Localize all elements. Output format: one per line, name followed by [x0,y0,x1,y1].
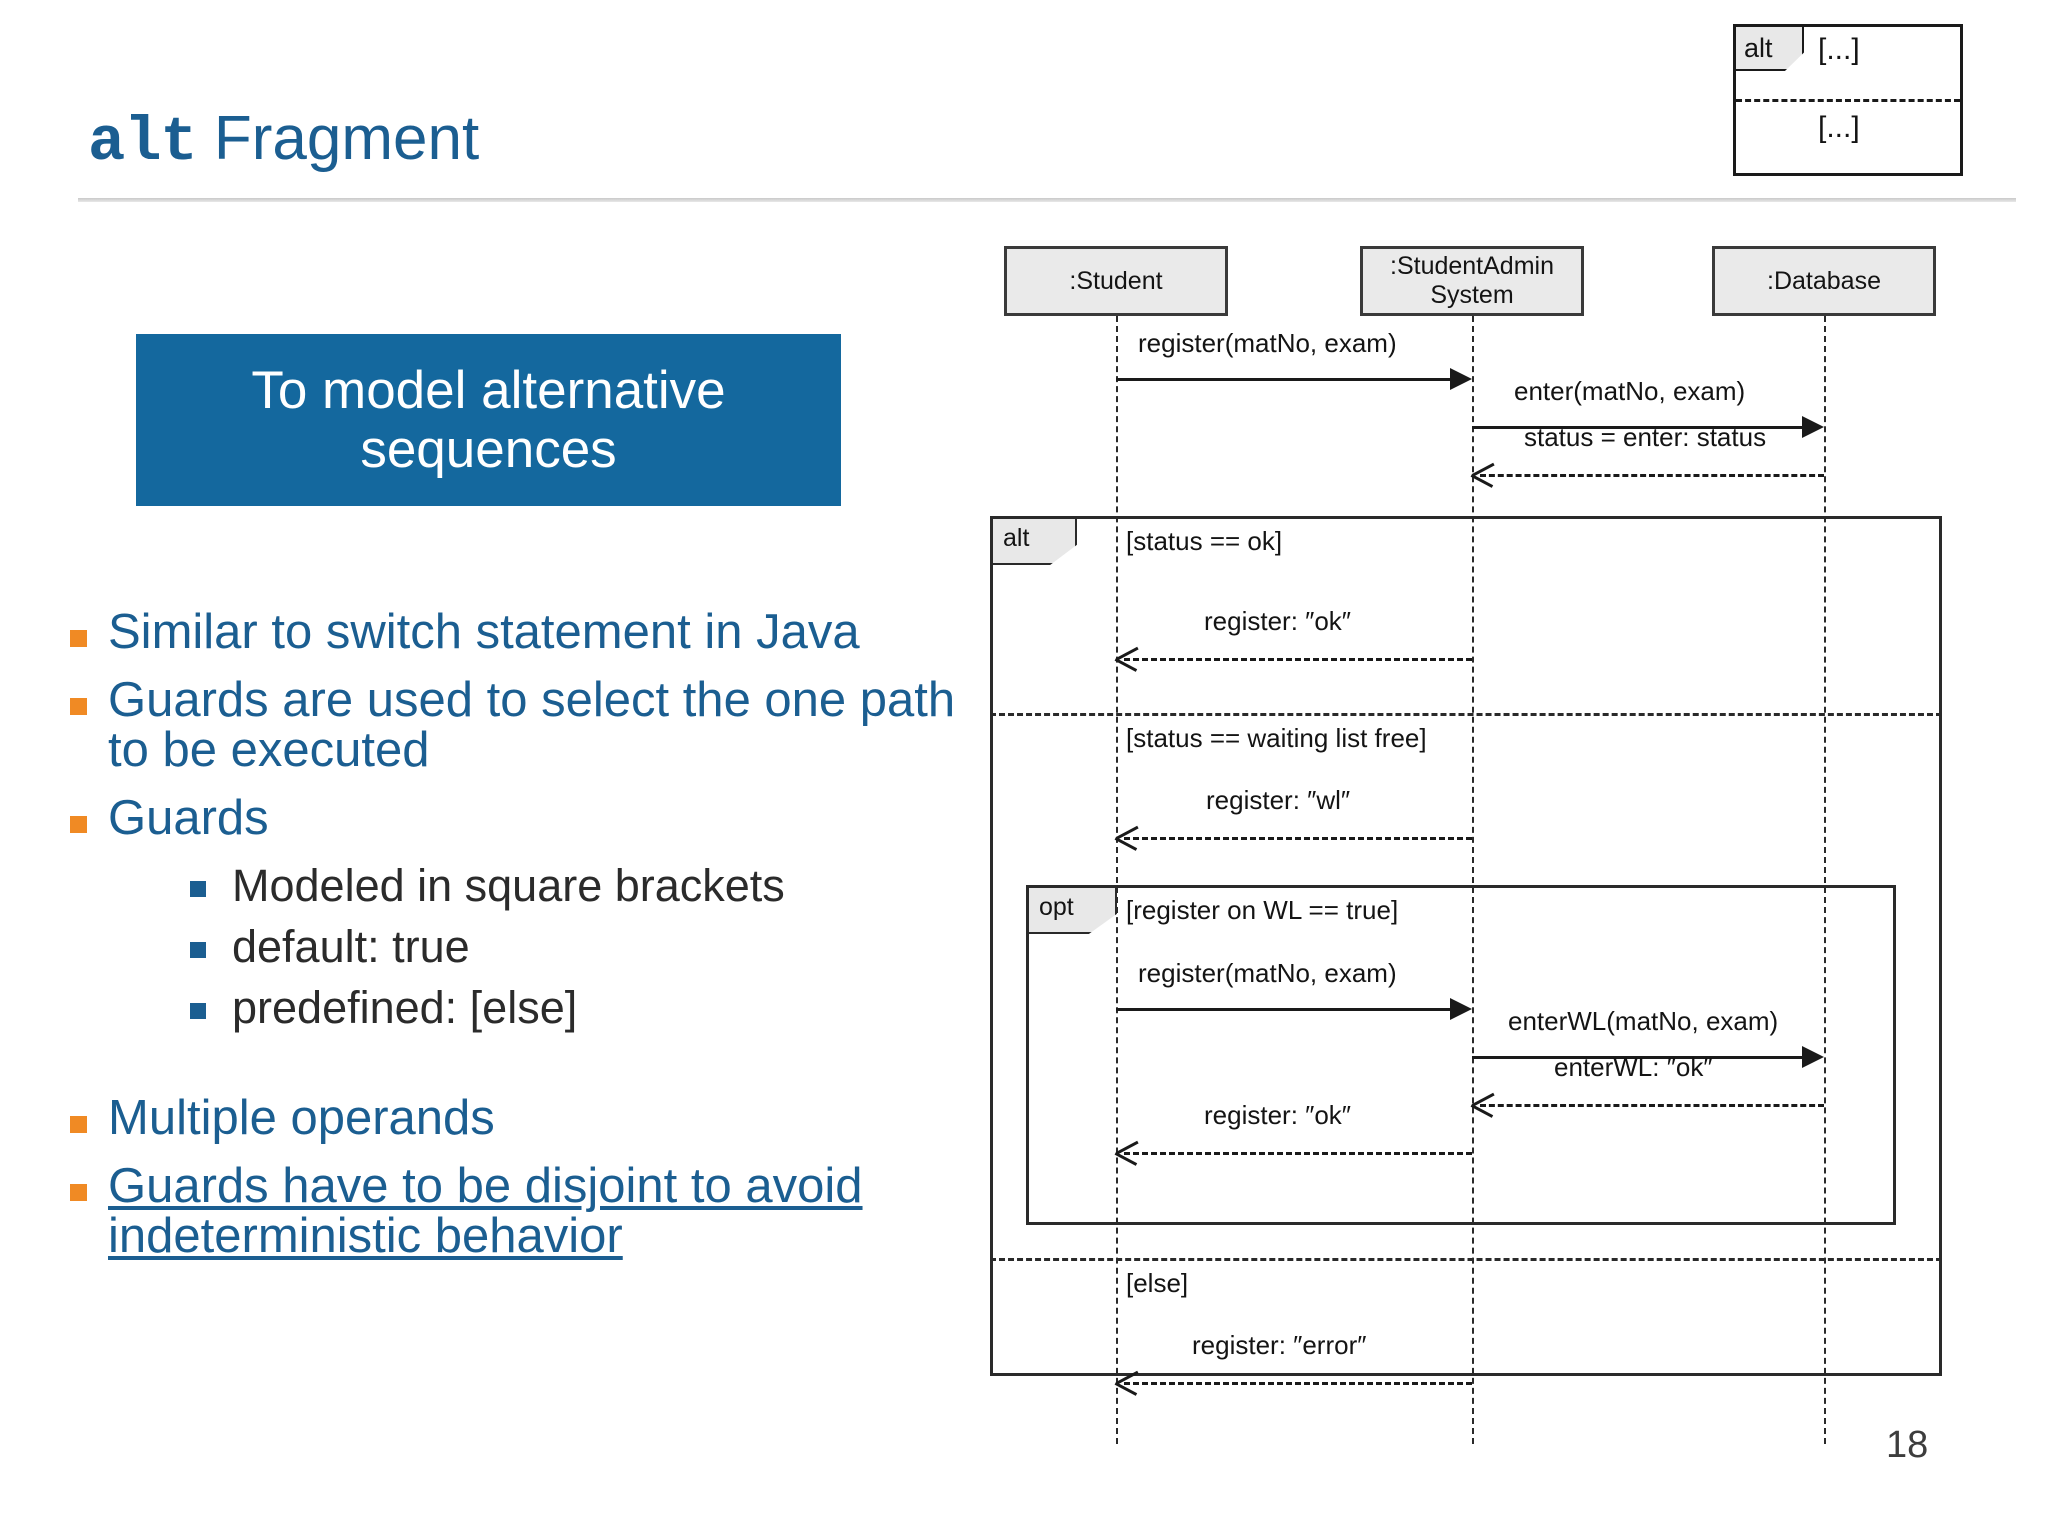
callout-text: To model alternative sequences [251,360,726,479]
page-title-keyword: alt [88,107,198,178]
message-label: enter(matNo, exam) [1514,376,1746,406]
message-arrowhead [1802,1046,1824,1068]
legend-tag-label: alt [1744,33,1773,63]
legend-operand-2: [...] [1818,111,1860,144]
page-title-rest: Fragment [196,104,480,173]
sequence-diagram: :Student :StudentAdmin System :Database … [990,240,2000,1450]
message-line [1124,1152,1472,1155]
opt-fragment-guard: [register on WL == true] [1126,895,1399,925]
message-arrowhead [1472,463,1494,485]
lifeline-database [1824,316,1826,1444]
legend-operand-divider [1736,99,1960,102]
alt-tag-label: alt [1003,524,1030,552]
message-label: enterWL: ″ok″ [1554,1052,1713,1082]
message-line [1116,1008,1450,1011]
bullet-item: Multiple operands [62,1093,982,1144]
message-line [1116,378,1450,381]
page-title: alt Fragment [88,108,1288,174]
message-arrowhead [1116,1371,1138,1393]
sub-bullet-item: predefined: [else] [180,984,982,1032]
alt-legend-box: alt [...] [...] [1733,24,1963,176]
bullet-item-emphasis: Guards have to be disjoint to avoid inde… [62,1161,982,1262]
sub-bullet-list: Modeled in square brackets default: true… [180,862,982,1032]
lifeline-label: :Database [1767,266,1881,295]
alt-operand-divider [990,713,1942,716]
legend-fragment-tag: alt [1736,27,1804,71]
message-label: register: ″wl″ [1206,785,1351,815]
page-number: 18 [1886,1424,1929,1466]
alt-operand-2-guard: [status == waiting list free] [1126,723,1427,753]
message-arrowhead [1116,826,1138,848]
callout-box: To model alternative sequences [136,334,841,506]
sub-bullet-item: Modeled in square brackets [180,862,982,909]
message-label: status = enter: status [1524,422,1767,452]
bullet-list: Similar to switch statement in Java Guar… [62,607,982,1280]
message-label: register(matNo, exam) [1138,958,1397,988]
opt-tag-label: opt [1039,893,1074,921]
alt-operand-1-guard: [status == ok] [1126,526,1283,556]
message-arrowhead [1450,998,1472,1020]
lifeline-head-student: :Student [1004,246,1228,316]
message-arrowhead [1802,416,1824,438]
message-arrowhead [1116,1141,1138,1163]
opt-fragment-tag: opt [1029,888,1117,934]
bullet-item: Guards [62,793,982,844]
message-line [1124,1382,1472,1385]
bullet-item: Guards are used to select the one path t… [62,675,982,776]
bullet-spacer [62,1046,982,1094]
alt-fragment: alt [990,516,1942,1376]
message-line [1472,426,1802,429]
alt-operand-divider [990,1258,1942,1261]
lifeline-label: :Student [1069,266,1163,295]
alt-operand-3-guard: [else] [1126,1268,1189,1298]
message-arrowhead [1472,1093,1494,1115]
message-arrowhead [1116,647,1138,669]
message-line [1472,1056,1802,1059]
message-arrowhead [1450,368,1472,390]
lifeline-head-studentadmin: :StudentAdmin System [1360,246,1584,316]
bullet-item: Similar to switch statement in Java [62,607,982,658]
message-line [1480,474,1824,477]
sub-bullet-item: default: true [180,923,982,970]
message-line [1124,658,1472,661]
message-label: register: ″ok″ [1204,1100,1352,1130]
message-line [1124,837,1472,840]
lifeline-studentadmin [1472,316,1474,1444]
message-label: register: ″error″ [1192,1330,1367,1360]
message-line [1480,1104,1824,1107]
message-label: enterWL(matNo, exam) [1508,1006,1779,1036]
opt-fragment: opt [1026,885,1896,1225]
title-divider [78,198,2016,202]
lifeline-label: :StudentAdmin System [1390,252,1554,309]
title-area: alt Fragment [88,108,1288,198]
lifeline-student [1116,316,1118,1444]
alt-fragment-tag: alt [993,519,1077,565]
lifeline-head-database: :Database [1712,246,1936,316]
message-label: register: ″ok″ [1204,606,1352,636]
legend-operand-1: [...] [1818,33,1860,66]
message-label: register(matNo, exam) [1138,328,1397,358]
